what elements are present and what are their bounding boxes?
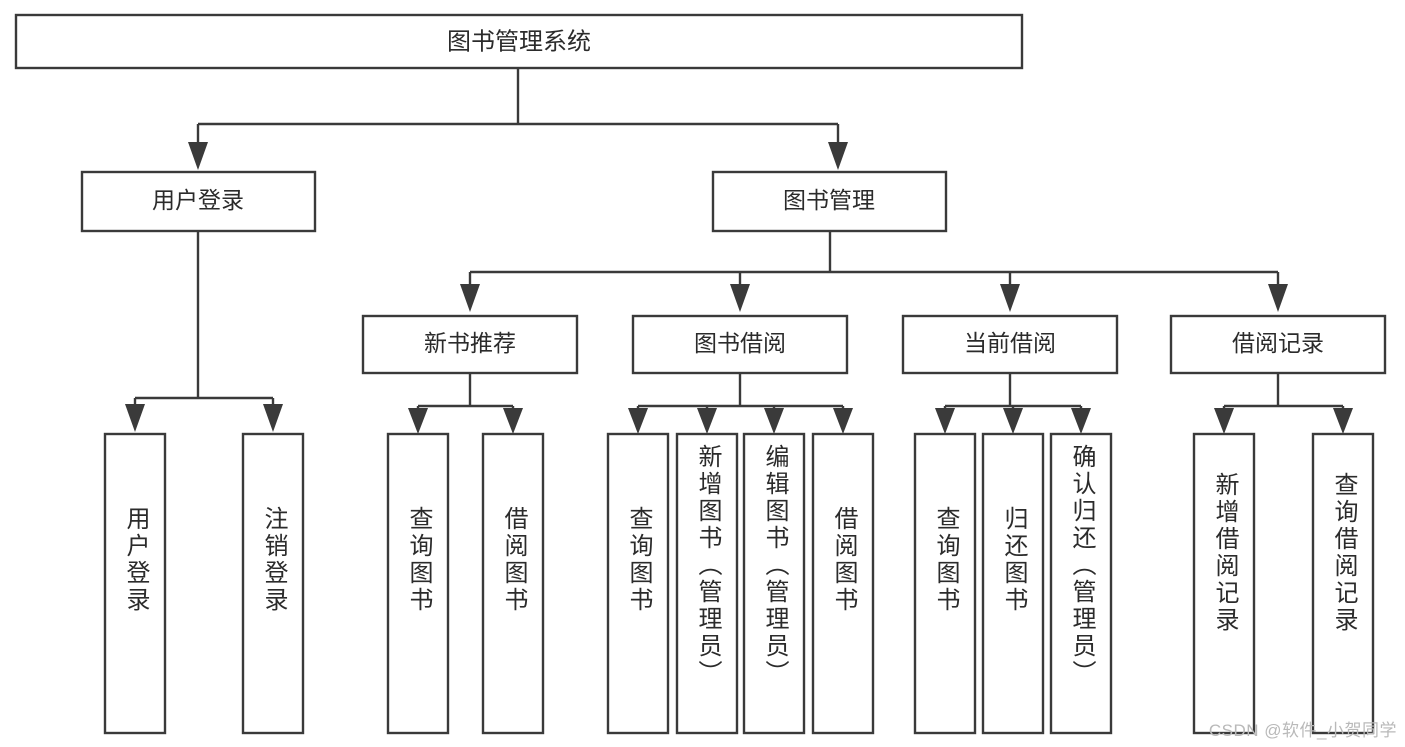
leaf-box-cb-2[interactable] [981,432,1045,735]
node-book-borrow-box[interactable] [631,314,849,375]
node-current-borrow-label: 当前借阅 [964,330,1056,356]
arrow-head-leaf-user-login-2 [263,404,283,432]
leaf-box-bb-1[interactable] [606,432,670,735]
node-borrow-record-label: 借阅记录 [1232,330,1324,356]
connector-group-user-login [125,232,283,432]
leaf-box-br-2[interactable] [1311,432,1375,735]
arrow-head-cb-leaf-1 [935,408,955,434]
node-borrow-record[interactable]: 借阅记录 [1169,314,1387,375]
arrow-head-cb-leaf-2 [1003,408,1023,434]
leaf-boxes-current-borrow [913,432,1113,735]
node-current-borrow-box[interactable] [901,314,1119,375]
arrow-head-cb-leaf-3 [1071,408,1091,434]
connector-group-book-borrow [628,374,853,434]
leaf-boxes-new-book-recommend [386,432,545,735]
leaf-box-cb-3[interactable] [1049,432,1113,735]
node-book-manage[interactable]: 图书管理 [711,170,948,233]
arrow-head-book-borrow [730,284,750,312]
arrow-head-borrow-record [1268,284,1288,312]
node-user-login-label: 用户登录 [152,187,244,213]
node-new-book-recommend[interactable]: 新书推荐 [361,314,579,375]
node-book-manage-label: 图书管理 [783,187,875,213]
arrow-head-nbr-leaf-2 [503,408,523,434]
arrow-head-user-login [188,142,208,170]
connector-group-current-borrow [935,374,1091,434]
node-book-borrow-label: 图书借阅 [694,330,786,356]
arrow-head-br-leaf-2 [1333,408,1353,434]
arrow-head-bb-leaf-2 [697,408,717,434]
arrow-head-leaf-user-login-1 [125,404,145,432]
connector-group-borrow-record [1214,374,1353,434]
arrow-head-current-borrow [1000,284,1020,312]
node-book-borrow[interactable]: 图书借阅 [631,314,849,375]
node-user-login-box[interactable] [80,170,317,233]
node-user-login[interactable]: 用户登录 [80,170,317,233]
node-new-book-recommend-label: 新书推荐 [424,330,516,356]
leaf-box-cb-1[interactable] [913,432,977,735]
leaf-boxes-borrow-record [1192,432,1375,735]
node-root-system-label: 图书管理系统 [447,28,591,55]
node-current-borrow[interactable]: 当前借阅 [901,314,1119,375]
leaf-box-nbr-1[interactable] [386,432,450,735]
arrow-head-bb-leaf-3 [764,408,784,434]
arrow-head-book-manage [828,142,848,170]
leaf-boxes-user-login [103,432,305,735]
leaf-box-nbr-2[interactable] [481,432,545,735]
leaf-boxes-book-borrow [606,432,875,735]
csdn-watermark: CSDN @软件_小贺同学 [1208,721,1397,740]
leaf-box-user-login-2[interactable] [241,432,305,735]
arrow-head-nbr-leaf-1 [408,408,428,434]
node-root-system-box[interactable] [14,13,1024,70]
arrow-head-bb-leaf-4 [833,408,853,434]
arrow-head-bb-leaf-1 [628,408,648,434]
connector-group-root [188,68,848,170]
leaf-box-br-1[interactable] [1192,432,1256,735]
arrow-head-br-leaf-1 [1214,408,1234,434]
connector-group-book-manage [460,232,1288,312]
leaf-box-bb-2[interactable] [675,432,739,735]
leaf-box-user-login-1[interactable] [103,432,167,735]
connector-group-new-book-recommend [408,374,523,434]
node-new-book-recommend-box[interactable] [361,314,579,375]
node-book-manage-box[interactable] [711,170,948,233]
leaf-box-bb-4[interactable] [811,432,875,735]
arrow-head-new-book-recommend [460,284,480,312]
node-root-system[interactable]: 图书管理系统 [14,13,1024,70]
leaf-box-bb-3[interactable] [742,432,806,735]
node-borrow-record-box[interactable] [1169,314,1387,375]
